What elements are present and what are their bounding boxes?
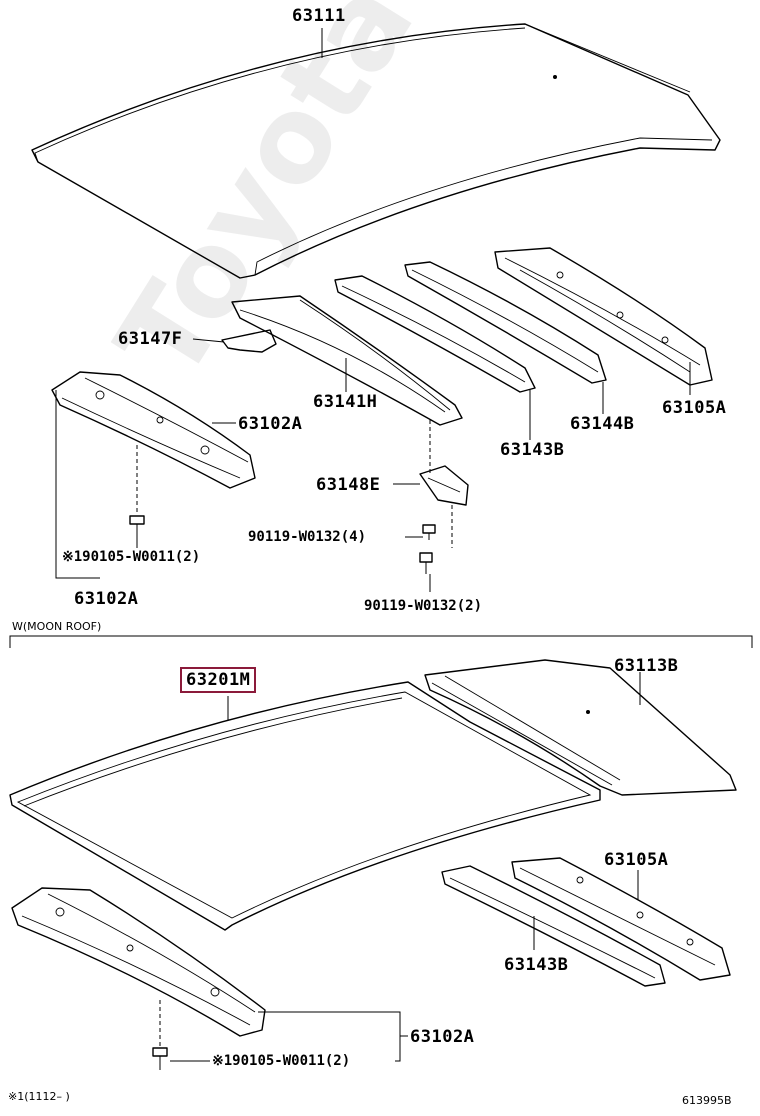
bracket-63147f — [221, 329, 277, 353]
figure-code: 613995B — [682, 1094, 732, 1107]
label-63148e[interactable]: 63148E — [316, 475, 381, 495]
roof-panel-63111 — [31, 23, 721, 279]
screw-top — [129, 515, 145, 538]
leader-63147f — [192, 338, 225, 343]
label-63141h[interactable]: 63141H — [313, 392, 378, 412]
label-63201m[interactable]: 63201M — [180, 667, 257, 693]
bracket-63102a-top — [55, 390, 100, 579]
bolt-2-icon — [419, 552, 433, 574]
header-63141h — [231, 295, 463, 426]
label-bolt-2[interactable]: 90119-W0132(2) — [364, 598, 483, 614]
header-63102a-top — [51, 371, 256, 489]
header-63105a-bot — [511, 857, 731, 981]
bolt-4-icon — [422, 524, 436, 540]
label-63143b-bot[interactable]: 63143B — [504, 955, 569, 975]
header-63102a-bot — [11, 887, 266, 1037]
roof-panel-63201m — [9, 681, 601, 931]
reinforcement-63143b-bot — [441, 865, 666, 987]
label-63102a-top[interactable]: 63102A — [74, 589, 139, 609]
label-63102a-bot[interactable]: 63102A — [410, 1027, 475, 1047]
label-63113b[interactable]: 63113B — [614, 656, 679, 676]
screw-bot — [152, 1047, 168, 1070]
bracket-63148e — [419, 465, 469, 506]
reinforcement-63144b — [404, 261, 607, 384]
label-63143b-top[interactable]: 63143B — [500, 440, 565, 460]
label-63105a-bot[interactable]: 63105A — [604, 850, 669, 870]
moon-roof-bracket — [9, 635, 753, 648]
reinforcement-63143b — [334, 275, 536, 393]
label-moon-roof: W(MOON ROOF) — [12, 620, 102, 633]
label-screw-top[interactable]: ※190105-W0011(2) — [62, 549, 201, 565]
footnote: ※1(1112– ) — [8, 1090, 70, 1103]
header-63105a-top — [494, 247, 713, 386]
label-bolt-4[interactable]: 90119-W0132(4) — [248, 529, 367, 545]
label-63111[interactable]: 63111 — [292, 6, 346, 26]
roof-panel-63113b — [424, 659, 737, 796]
label-63102a-mid[interactable]: 63102A — [238, 414, 303, 434]
label-63105a-top[interactable]: 63105A — [662, 398, 727, 418]
label-63144b[interactable]: 63144B — [570, 414, 635, 434]
label-screw-bot[interactable]: ※190105-W0011(2) — [212, 1053, 351, 1069]
label-63147f[interactable]: 63147F — [118, 329, 183, 349]
